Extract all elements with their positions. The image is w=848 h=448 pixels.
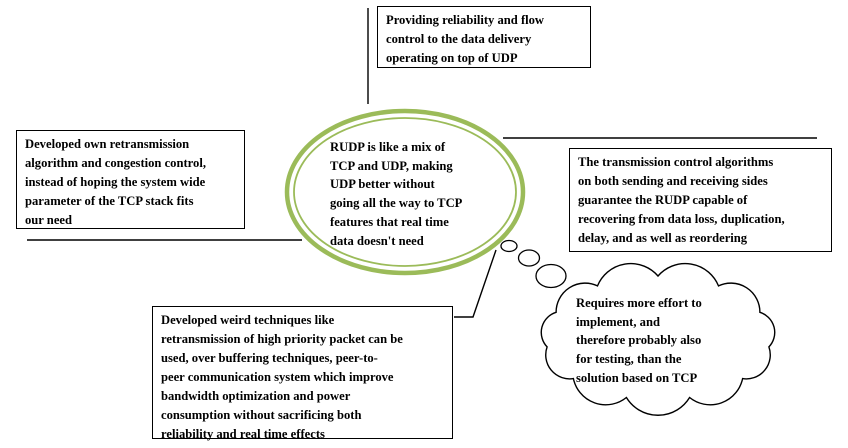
- center-bubble-text: RUDP is like a mix of TCP and UDP, makin…: [330, 140, 463, 248]
- callout-box-right: The transmission control algorithms on b…: [569, 148, 832, 252]
- cloud-outline: [540, 262, 776, 416]
- center-ellipse-inner-ring: [293, 117, 517, 267]
- thought-circle-small: [500, 239, 518, 253]
- thought-circle-medium: [517, 249, 541, 267]
- cloud-text: Requires more effort to implement, and t…: [576, 296, 702, 385]
- thought-circle-large: [535, 263, 567, 289]
- callout-box-left: Developed own retransmission algorithm a…: [16, 130, 245, 229]
- connector-bottom: [454, 249, 497, 318]
- callout-box-top: Providing reliability and flow control t…: [377, 6, 591, 68]
- callout-box-bottom: Developed weird techniques like retransm…: [152, 306, 453, 441]
- center-ellipse-outer-ring: [284, 108, 526, 276]
